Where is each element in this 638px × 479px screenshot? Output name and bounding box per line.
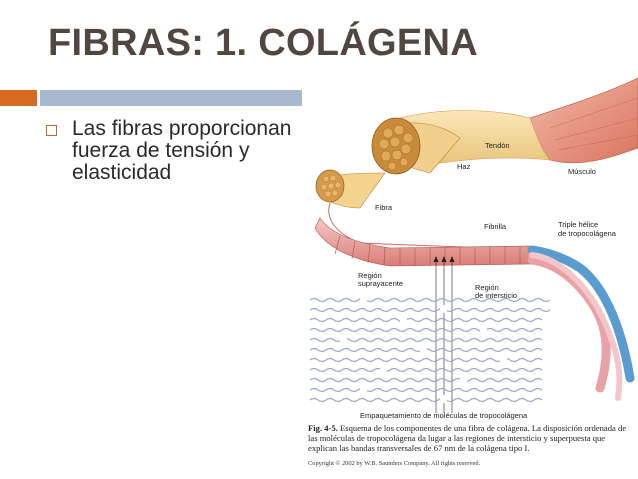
caption-text: Esquema de los componentes de una fibra … [308, 423, 627, 453]
packing-gaps [340, 295, 507, 403]
label-triple-helix-1: Triple hélice [558, 220, 599, 229]
label-region-inter-2: de intersticio [475, 291, 518, 300]
label-haz: Haz [457, 162, 471, 171]
label-region-supra-1: Región [358, 271, 382, 280]
helix-strand-light [529, 252, 623, 401]
bullet-text: Las fibras proporcionan fuerza de tensió… [72, 117, 292, 184]
fibril-tube [314, 217, 533, 267]
label-region-inter-1: Región [475, 283, 499, 292]
collagen-figure: Tendón Músculo Haz Fibra Fibrilla Triple… [300, 78, 638, 478]
label-packing: Empaquetamiento de moléculas de tropocol… [360, 411, 528, 420]
muscle-shape [529, 78, 638, 164]
label-tendon: Tendón [485, 141, 510, 150]
bundle-fibers [378, 124, 414, 171]
fibril-bands [334, 235, 521, 266]
label-fibra: Fibra [375, 203, 393, 212]
caption-label: Fig. 4-5. [308, 423, 338, 433]
label-triple-helix-2: de tropocolágena [558, 229, 616, 238]
title-rule-accent [0, 90, 37, 106]
copyright-text: Copyright © 2002 by W.B. Saunders Compan… [308, 460, 481, 467]
figure-caption: Fig. 4-5. Esquema de los componentes de … [308, 423, 628, 453]
helix-strand-blue [527, 245, 635, 383]
muscle-striations [549, 97, 638, 151]
slide-title: FIBRAS: 1. COLÁGENA [48, 22, 479, 64]
collagen-illustration [309, 78, 638, 413]
tropocollagen-packing [309, 297, 551, 403]
label-fibrilla: Fibrilla [484, 222, 507, 231]
label-musculo: Músculo [568, 167, 596, 176]
label-region-supra-2: suprayacente [358, 279, 404, 288]
title-rule [40, 90, 302, 106]
square-bullet-icon [46, 125, 57, 136]
